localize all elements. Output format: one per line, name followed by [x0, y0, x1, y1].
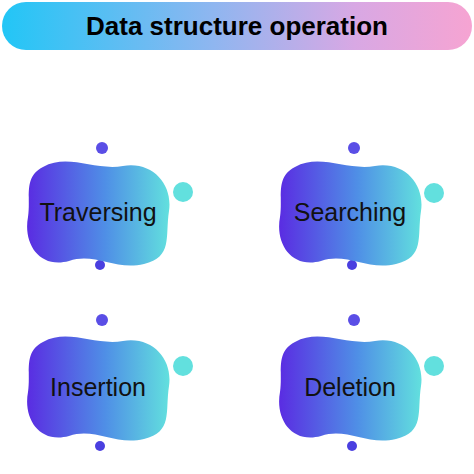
- node-label: Deletion: [304, 373, 396, 402]
- blob-node: Traversing: [23, 157, 173, 267]
- blob-node: Searching: [275, 157, 425, 267]
- node-label: Searching: [294, 198, 407, 227]
- node-label: Insertion: [50, 373, 146, 402]
- node-label: Traversing: [39, 198, 156, 227]
- blob-node: Deletion: [275, 332, 425, 442]
- title-bar: Data structure operation: [0, 2, 474, 50]
- blob-node: Insertion: [23, 332, 173, 442]
- title-text: Data structure operation: [86, 11, 388, 42]
